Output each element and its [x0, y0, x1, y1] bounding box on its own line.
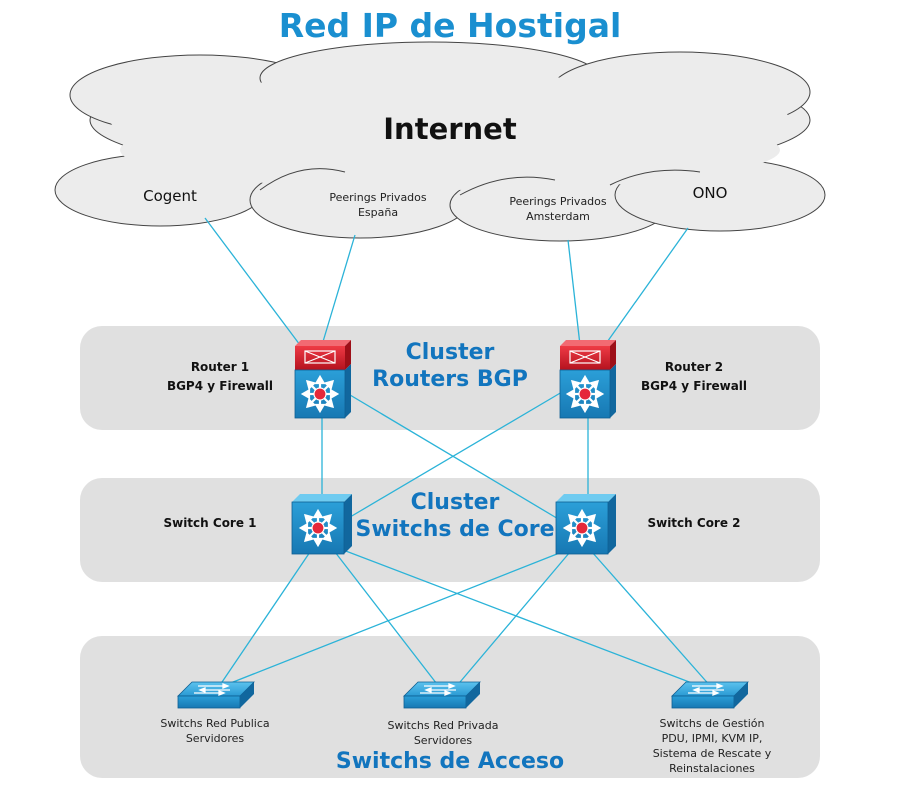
- router-1-label: Router 1 BGP4 y Firewall: [166, 360, 274, 393]
- provider-ono-label: ONO: [692, 184, 728, 202]
- provider-cogent-label: Cogent: [143, 187, 197, 205]
- core-switch-2-label: Switch Core 2: [647, 516, 741, 530]
- access-public-label: Switchs Red Publica Servidores: [160, 717, 270, 745]
- access-mgmt-label: Switchs de Gestión PDU, IPMI, KVM IP, Si…: [652, 717, 772, 775]
- cloud-dividers: [259, 168, 701, 196]
- core-switch-2-device[interactable]: [555, 494, 616, 555]
- band-core: [80, 478, 820, 582]
- network-links: [204, 217, 713, 689]
- cluster-core-label: Cluster Switchs de Core: [355, 490, 555, 542]
- provider-peering-ams-label: Peerings Privados Amsterdam: [509, 195, 607, 223]
- cluster-access-label: Switchs de Acceso: [335, 749, 565, 774]
- access-private-label: Switchs Red Privada Servidores: [387, 719, 499, 747]
- router-1-device[interactable]: [294, 340, 351, 419]
- router-2-label: Router 2 BGP4 y Firewall: [640, 360, 748, 393]
- provider-peering-es-label: Peerings Privados España: [329, 191, 427, 219]
- core-switch-1-device[interactable]: [291, 494, 352, 555]
- access-switch-private-device[interactable]: [403, 681, 481, 709]
- band-routers: [80, 326, 820, 430]
- internet-label: Internet: [383, 112, 517, 146]
- core-switch-1-label: Switch Core 1: [163, 516, 257, 530]
- router-2-device[interactable]: [559, 340, 616, 419]
- access-switch-mgmt-device[interactable]: [671, 681, 749, 709]
- internet-cloud: [54, 41, 826, 242]
- access-switch-public-device[interactable]: [177, 681, 255, 709]
- diagram-title: Red IP de Hostigal: [278, 6, 622, 45]
- cluster-routers-label: Cluster Routers BGP: [372, 340, 528, 392]
